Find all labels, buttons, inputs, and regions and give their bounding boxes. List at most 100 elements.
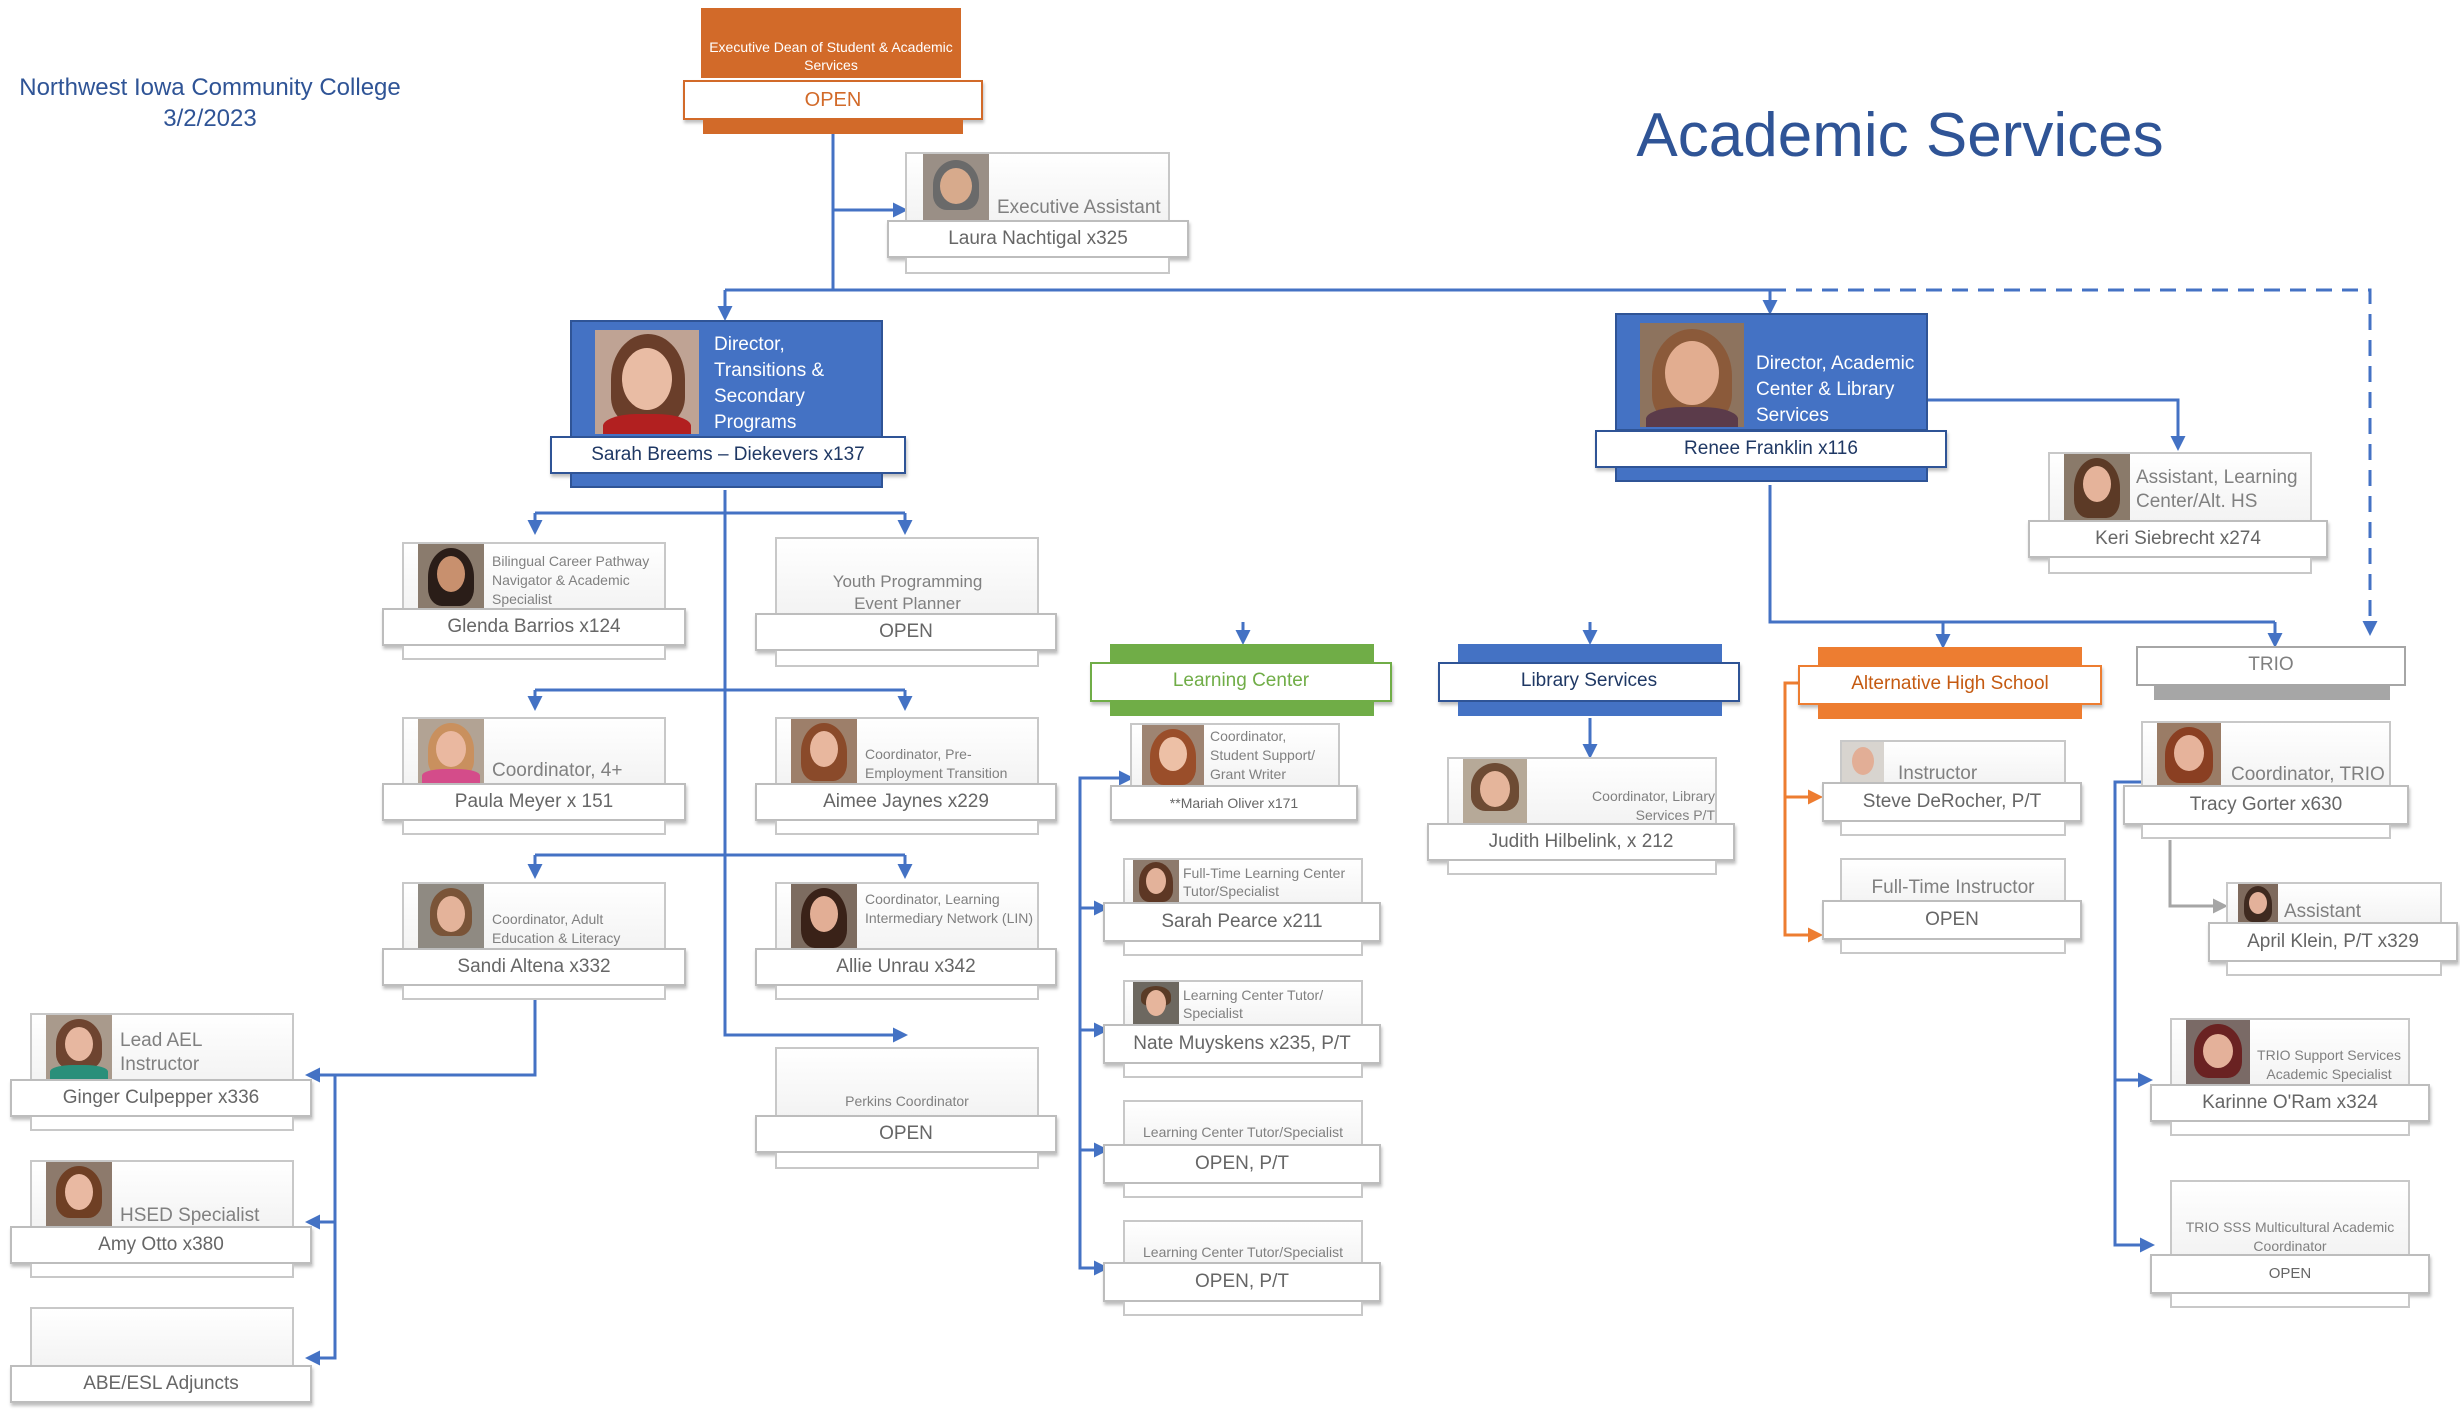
card-paula-meyer[interactable]: Coordinator, 4+ Paula Meyer x 151 <box>382 717 688 835</box>
card-keri-siebrecht[interactable]: Assistant, Learning Center/Alt. HS Keri … <box>2028 452 2330 577</box>
card-name: Sarah Breems – Diekevers x137 <box>550 436 906 474</box>
line-trio-branch <box>2113 780 2155 1253</box>
line-alt-hs-branch <box>1783 681 1823 943</box>
card-name: Allie Unrau x342 <box>755 948 1057 986</box>
card-name: Sandi Altena x332 <box>382 948 686 986</box>
line-ael-branch <box>305 960 537 1366</box>
dept-label: TRIO <box>2136 646 2406 686</box>
card-role: Learning Center Tutor/Specialist <box>1143 1244 1343 1260</box>
dept-alternative-high-school[interactable]: Alternative High School <box>1798 647 2104 722</box>
card-name: Ginger Culpepper x336 <box>10 1079 312 1117</box>
card-director-academic-center[interactable]: Director, Academic Center & Library Serv… <box>1595 313 1951 487</box>
card-ginger-culpepper[interactable]: Lead AEL Instructor Ginger Culpepper x33… <box>10 1013 314 1131</box>
card-director-transitions[interactable]: Director, Transitions & Secondary Progra… <box>550 320 910 492</box>
card-role: Coordinator, Library Services P/T <box>1592 788 1715 823</box>
card-role: Coordinator, TRIO <box>2231 764 2385 785</box>
card-mariah-oliver[interactable]: Coordinator, Student Support/ Grant Writ… <box>1110 723 1360 828</box>
card-trio-sss-coordinator[interactable]: TRIO SSS Multicultural Academic Coordina… <box>2150 1180 2432 1315</box>
dept-library-services[interactable]: Library Services <box>1438 644 1742 719</box>
line-academic-assistant <box>1905 398 2186 451</box>
photo-mariah-oliver <box>1142 725 1204 787</box>
photo-laura-nachtigal <box>923 154 989 220</box>
card-karinne-oram[interactable]: TRIO Support Services Academic Specialis… <box>2150 1018 2432 1143</box>
card-name: OPEN <box>755 613 1057 651</box>
card-abe-esl-adjuncts[interactable]: ABE/ESL Adjuncts <box>10 1307 314 1410</box>
photo-sarah-breems-diekevers <box>595 330 699 434</box>
photo-amy-otto <box>46 1162 112 1228</box>
photo-aimee-jaynes <box>791 719 857 785</box>
photo-nate-muyskens <box>1133 982 1179 1028</box>
card-steve-derocher[interactable]: Instructor Steve DeRocher, P/T <box>1822 740 2084 845</box>
line-trio-assistant <box>2168 840 2228 914</box>
card-sandi-altena[interactable]: Coordinator, Adult Education & Literacy … <box>382 882 688 1000</box>
card-role: Instructor <box>1898 763 1978 784</box>
card-judith-hilbelink[interactable]: Coordinator, Library Services P/T Judith… <box>1427 757 1737 882</box>
card-role: Assistant <box>2284 901 2362 922</box>
card-name: Karinne O'Ram x324 <box>2150 1084 2430 1122</box>
card-alt-hs-full-time-instructor[interactable]: Full-Time Instructor OPEN <box>1822 858 2084 963</box>
card-allie-unrau[interactable]: Coordinator, Learning Intermediary Netwo… <box>755 882 1058 1000</box>
card-role: Full-Time Instructor <box>1871 877 2035 898</box>
card-name: Keri Siebrecht x274 <box>2028 520 2328 558</box>
card-name: OPEN, P/T <box>1103 1144 1381 1184</box>
card-nate-muyskens[interactable]: Learning Center Tutor/ Specialist Nate M… <box>1103 980 1383 1092</box>
card-name: Amy Otto x380 <box>10 1226 312 1264</box>
line-dean-trio-dashed <box>1770 288 2378 636</box>
photo-ginger-culpepper <box>46 1015 112 1081</box>
card-role: Director, Transitions & Secondary Progra… <box>714 334 825 433</box>
card-role: Learning Center Tutor/Specialist <box>1143 1124 1343 1140</box>
card-youth-programming[interactable]: Youth Programming Event Planner OPEN <box>755 537 1058 671</box>
photo-paula-meyer <box>418 719 484 785</box>
card-name: Laura Nachtigal x325 <box>887 220 1189 258</box>
photo-sandi-altena <box>418 884 484 950</box>
card-role: HSED Specialist <box>120 1205 260 1226</box>
card-name: OPEN <box>683 80 983 120</box>
card-role: Learning Center Tutor/ Specialist <box>1183 987 1324 1021</box>
card-name: Judith Hilbelink, x 212 <box>1427 823 1735 861</box>
card-name: OPEN, P/T <box>1103 1262 1381 1302</box>
photo-sarah-pearce <box>1133 860 1179 906</box>
card-amy-otto[interactable]: HSED Specialist Amy Otto x380 <box>10 1160 314 1278</box>
card-name: Steve DeRocher, P/T <box>1822 782 2082 822</box>
card-executive-dean[interactable]: Executive Dean of Student & Academic Ser… <box>683 8 989 138</box>
photo-april-klein <box>2238 884 2278 924</box>
dept-label: Library Services <box>1438 662 1740 702</box>
card-role: Lead AEL Instructor <box>120 1030 202 1075</box>
photo-karinne-oram <box>2186 1020 2250 1084</box>
college-name: Northwest Iowa Community College <box>19 74 401 101</box>
card-name: ABE/ESL Adjuncts <box>10 1365 312 1403</box>
card-role: Full-Time Learning Center Tutor/Speciali… <box>1183 865 1346 899</box>
card-role: Executive Dean of Student & Academic Ser… <box>709 39 953 73</box>
photo-allie-unrau <box>791 884 857 950</box>
card-name: April Klein, P/T x329 <box>2208 922 2458 962</box>
card-role: Perkins Coordinator <box>845 1093 969 1109</box>
photo-renee-franklin <box>1640 323 1744 427</box>
card-name: OPEN <box>1822 900 2082 940</box>
chart-date: 3/2/2023 <box>163 105 257 132</box>
card-name: Aimee Jaynes x229 <box>755 783 1057 821</box>
card-role: Executive Assistant <box>997 197 1161 218</box>
line-academic-trunk <box>1768 485 2275 624</box>
card-perkins-coordinator[interactable]: Perkins Coordinator OPEN <box>755 1047 1058 1172</box>
photo-steve-derocher <box>1842 742 1884 784</box>
photo-judith-hilbelink <box>1463 759 1527 823</box>
card-sarah-pearce[interactable]: Full-Time Learning Center Tutor/Speciali… <box>1103 858 1383 970</box>
card-learning-center-open-1[interactable]: Learning Center Tutor/Specialist OPEN, P… <box>1103 1100 1383 1212</box>
card-aimee-jaynes[interactable]: Coordinator, Pre-Employment Transition A… <box>755 717 1058 835</box>
card-role: TRIO Support Services Academic Specialis… <box>2257 1047 2401 1082</box>
card-glenda-barrios[interactable]: Bilingual Career Pathway Navigator & Aca… <box>382 542 688 660</box>
photo-glenda-barrios <box>418 544 484 610</box>
card-executive-assistant[interactable]: Executive Assistant Laura Nachtigal x325 <box>887 152 1191 277</box>
card-role: Director, Academic Center & Library Serv… <box>1756 353 1915 426</box>
card-tracy-gorter[interactable]: Coordinator, TRIO Tracy Gorter x630 <box>2123 721 2411 849</box>
dept-trio[interactable]: TRIO <box>2136 646 2408 704</box>
card-name: Sarah Pearce x211 <box>1103 902 1381 942</box>
dept-label: Learning Center <box>1090 662 1392 702</box>
card-learning-center-open-2[interactable]: Learning Center Tutor/Specialist OPEN, P… <box>1103 1220 1383 1332</box>
dept-learning-center[interactable]: Learning Center <box>1090 644 1394 719</box>
card-april-klein[interactable]: Assistant April Klein, P/T x329 <box>2208 882 2460 987</box>
photo-tracy-gorter <box>2157 723 2221 787</box>
card-role: Coordinator, Student Support/ Grant Writ… <box>1210 728 1316 782</box>
card-name: Glenda Barrios x124 <box>382 608 686 646</box>
line-transitions-trunk <box>723 490 908 1043</box>
